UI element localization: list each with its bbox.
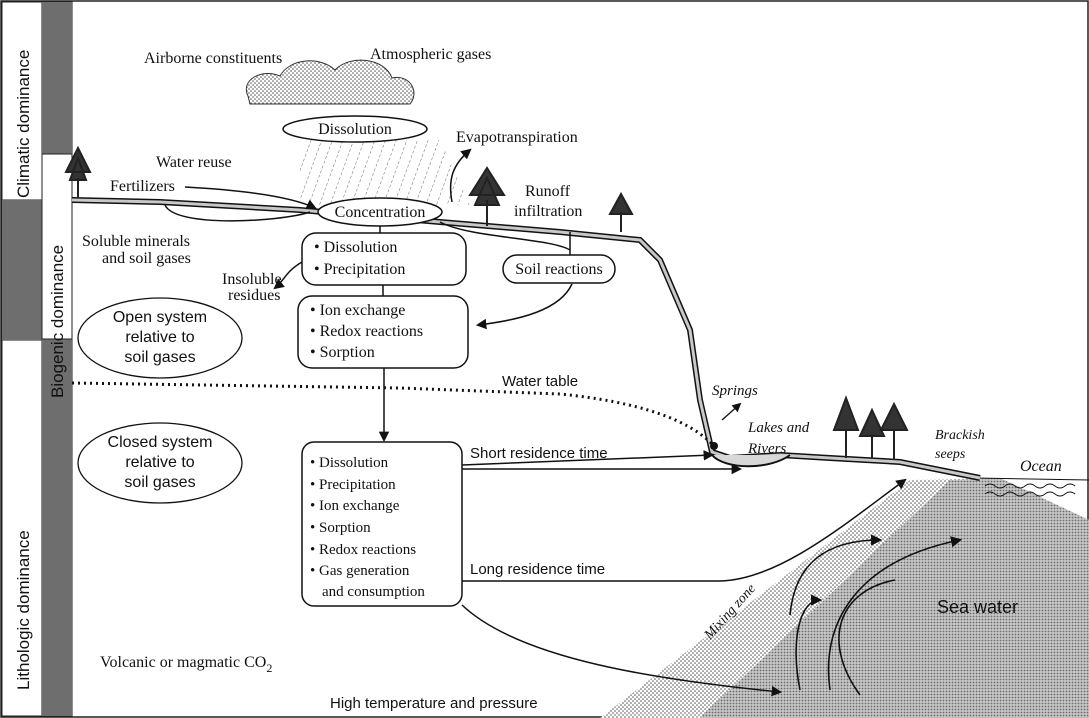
tree-coast-1 (832, 395, 860, 458)
soluble-minerals-label-line1: Soluble minerals (82, 233, 190, 250)
concentration-label: Concentration (335, 204, 426, 221)
airborne-constituents-label: Airborne constituents (144, 50, 282, 67)
middle-box-item: • Sorption (310, 344, 375, 361)
lower-process-box (301, 441, 463, 607)
lower-box-item: • Precipitation (310, 477, 396, 493)
biogenic-dominance-label: Biogenic dominance (48, 245, 67, 398)
lower-box-item: • Redox reactions (310, 542, 416, 558)
ocean-label: Ocean (1020, 458, 1062, 475)
open-system-ellipse (77, 297, 243, 379)
middle-box-item: • Ion exchange (310, 302, 405, 319)
closed-system-ellipse (77, 422, 243, 504)
tree-coast-2 (858, 407, 886, 458)
springs-label: Springs (712, 383, 758, 399)
sea-circulation-arrow-left (789, 534, 883, 616)
springs-arrow (721, 402, 742, 421)
closed-system-label: Closed system (108, 434, 213, 451)
soil-reactions-arrow (475, 283, 573, 330)
rain-streaks (300, 140, 470, 205)
atmospheric-gases-label: Atmospheric gases (370, 46, 491, 63)
soluble-minerals-label-line2: and soil gases (102, 250, 191, 267)
deep-flow-arrow (461, 604, 783, 697)
climatic-band-bar (42, 2, 72, 154)
lower-box-item: • Dissolution (310, 455, 389, 471)
upper-process-box (301, 232, 467, 286)
sea-water-fill (700, 478, 1089, 718)
upper-box-item: • Precipitation (314, 261, 405, 278)
cloud-shape (245, 59, 415, 105)
lower-box-item: and consumption (322, 584, 425, 600)
water-table-label: Water table (502, 373, 578, 390)
tree-mid (468, 166, 506, 226)
open-system-label: soil gases (124, 349, 195, 366)
trees (64, 145, 909, 460)
soil-reactions-oval (502, 254, 616, 284)
sea-water-label: Sea water (937, 597, 1018, 617)
spring-point (710, 442, 718, 450)
lower-box-item: • Sorption (310, 520, 371, 536)
lower-box-item: • Gas generation (310, 563, 410, 579)
water-table-line (71, 381, 716, 448)
lithologic-band-bar (42, 339, 72, 716)
dominance-bands: Climatic dominance Biogenic dominance Li… (1, 1, 73, 717)
sea-circulation-arrow-right (827, 536, 963, 691)
middle-box-item: • Redox reactions (310, 323, 423, 340)
fertilizers-label: Fertilizers (110, 178, 175, 195)
sea-circulation-arrow-low (795, 594, 823, 691)
dissolution-cloud-label: Dissolution (318, 121, 392, 138)
evapotranspiration-label: Evapotranspiration (456, 129, 578, 146)
climatic-dominance-label: Climatic dominance (14, 50, 33, 198)
open-system-label: Open system (113, 309, 207, 326)
tree-runoff (608, 191, 634, 232)
insoluble-label-line1: Insoluble (222, 271, 282, 288)
runoff-label-line2: infiltration (514, 203, 582, 220)
dissolution-cloud-oval (282, 115, 428, 143)
tree-left (64, 145, 92, 198)
upper-box-item: • Dissolution (314, 239, 397, 256)
water-reuse-pool (164, 204, 311, 222)
long-residence-arrow (462, 478, 907, 582)
long-residence-label: Long residence time (470, 561, 605, 578)
fertilizers-arrow (184, 186, 317, 210)
ocean-region (600, 477, 1089, 718)
lower-box-item: • Ion exchange (310, 498, 400, 514)
runoff-label-line1: Runoff (525, 183, 571, 200)
evapotranspiration-arrow (449, 148, 472, 203)
brackish-label-line1: Brackish (935, 428, 985, 443)
lake-basin (711, 454, 791, 468)
short-residence-label: Short residence time (470, 445, 608, 462)
insoluble-label-line2: residues (228, 287, 280, 304)
insoluble-arrow (273, 261, 303, 290)
tree-coast-3 (879, 401, 909, 460)
ocean-waves (984, 483, 1076, 489)
water-reuse-label: Water reuse (156, 154, 232, 171)
lithologic-dominance-label: Lithologic dominance (14, 530, 33, 690)
short-residence-arrow-upper (461, 450, 715, 466)
soil-reactions-label: Soil reactions (515, 261, 603, 278)
open-system-label: relative to (125, 329, 194, 346)
closed-system-label: soil gases (124, 474, 195, 491)
rain-cloud: Dissolution (245, 59, 470, 205)
brackish-label-line2: seeps (935, 447, 966, 462)
lakes-label-line1: Lakes and (747, 420, 810, 436)
closed-system-label: relative to (125, 454, 194, 471)
lakes-label-line2: Rivers (747, 441, 786, 457)
volcanic-co2-label: Volcanic or magmatic CO2 (100, 654, 272, 675)
high-temperature-label: High temperature and pressure (330, 695, 538, 712)
